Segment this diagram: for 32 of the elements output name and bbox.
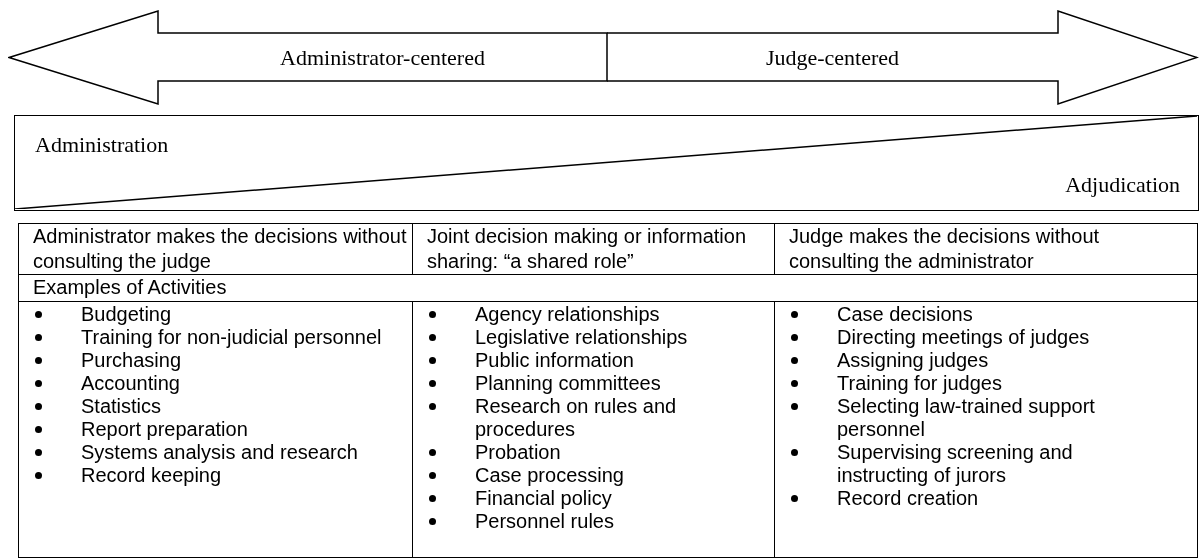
list-item: Record keeping	[81, 464, 223, 487]
header-cell: Judge makes the decisions without consulting the administrator	[775, 223, 1198, 275]
list-item: Selecting law-trained support personnel	[837, 395, 1096, 441]
list-item: Statistics	[81, 395, 163, 418]
list-item: Training for judges	[837, 372, 1003, 395]
list-item: Agency relationships	[475, 303, 661, 326]
list-item: Accounting	[81, 372, 181, 395]
wedge-label: Administration	[35, 131, 169, 159]
list-item: Case decisions	[837, 303, 974, 326]
list-item: Assigning judges	[837, 349, 990, 372]
list-item: Probation	[475, 441, 562, 464]
header-cell: Administrator makes the decisions without consulting the judge	[18, 223, 413, 275]
list-item: Budgeting	[81, 303, 173, 326]
list-item: Case processing	[475, 464, 625, 487]
list-item: Legislative relationships	[475, 326, 689, 349]
list-item: Research on rules and procedures	[475, 395, 678, 441]
list-item: Purchasing	[81, 349, 183, 372]
section-header-cell: Examples of Activities	[18, 275, 1198, 302]
list-item: Directing meetings of judges	[837, 326, 1091, 349]
list-item: Supervising screening and instructing of jurors	[837, 441, 1074, 487]
wedge-label: Adjudication	[1065, 171, 1180, 199]
list-item: Record creation	[837, 487, 980, 510]
header-cell: Joint decision making or information sharing: “a shared role”	[413, 223, 775, 275]
list-item: Public information	[475, 349, 635, 372]
list-item: Financial policy	[475, 487, 613, 510]
list-item: Report preparation	[81, 418, 249, 441]
arrow-label: Administrator-centered	[280, 43, 485, 72]
list-item: Training for non-judicial personnel	[81, 326, 383, 349]
list-item: Planning committees	[475, 372, 662, 395]
list-item: Systems analysis and research	[81, 441, 359, 464]
arrow-label: Judge-centered	[765, 43, 900, 72]
list-item: Personnel rules	[475, 510, 615, 533]
